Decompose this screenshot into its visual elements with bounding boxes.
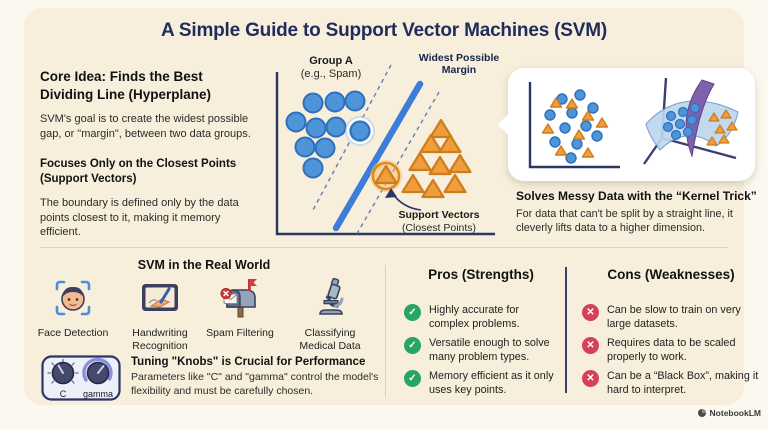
spam-filtering-icon	[220, 279, 257, 318]
margin-label-line2: Margin	[442, 64, 476, 76]
cons-item: ✕ Requires data to be scaled properly to…	[582, 336, 762, 364]
cons-heading: Cons (Weaknesses)	[607, 267, 735, 282]
real-world-item-medical: Classifying Medical Data	[286, 276, 374, 353]
watermark-label: NotebookLM	[709, 408, 761, 418]
cons-item: ✕ Can be a “Black Box”, making it hard t…	[582, 369, 762, 397]
support-vector-circle-highlight	[345, 116, 375, 146]
support-vectors-sublabel: (Closest Points)	[402, 222, 476, 234]
kernel-trick-callout	[497, 68, 755, 181]
pros-item: ✓ Versatile enough to solve many problem…	[404, 336, 562, 364]
handwriting-recognition-icon	[142, 284, 178, 311]
horizontal-divider	[40, 247, 728, 248]
support-vector-triangle-highlight	[370, 160, 402, 192]
knob-gamma-label: gamma	[83, 389, 113, 399]
kernel-3d-icon	[643, 77, 739, 165]
group-a-label: Group A	[309, 55, 353, 67]
core-idea-body: SVM's goal is to create the widest possi…	[40, 113, 251, 140]
support-vectors-heading: Focuses Only on the Closest Points (Supp…	[40, 158, 237, 186]
notebooklm-watermark: NotebookLM	[697, 408, 761, 418]
tuning-knobs-graphic: C gamma	[41, 355, 121, 406]
infographic-panel: A Simple Guide to Support Vector Machine…	[24, 8, 758, 406]
kernel-trick-body: For data that can't be split by a straig…	[516, 208, 733, 235]
pros-item: ✓ Highly accurate for complex problems.	[404, 303, 562, 331]
messy-data-2d-icon	[528, 82, 620, 169]
pros-item: ✓ Memory efficient as it only uses key p…	[404, 369, 562, 397]
svm-margin-diagram: Group A (e.g., Spam) Widest Possible Mar…	[271, 50, 505, 249]
real-world-item-handwriting: Handwriting Recognition	[116, 276, 204, 353]
check-icon: ✓	[404, 370, 421, 387]
group-b-points	[401, 118, 472, 199]
core-idea-heading: Core Idea: Finds the Best Dividing Line …	[40, 69, 212, 102]
group-a-points	[285, 90, 366, 179]
support-vector-arrow	[385, 188, 422, 211]
page-title: A Simple Guide to Support Vector Machine…	[161, 20, 607, 41]
hyperplane-line	[332, 80, 424, 232]
cross-icon: ✕	[582, 337, 599, 354]
knob-c-label: C	[60, 389, 67, 399]
real-world-item-spam: Spam Filtering	[196, 276, 284, 340]
real-world-label: Face Detection	[37, 327, 109, 339]
knob-tick-marks	[47, 358, 79, 384]
cons-section: Cons (Weaknesses) ✕ Can be slow to train…	[580, 267, 762, 396]
tuning-body: Parameters like "C" and "gamma" control …	[131, 371, 379, 397]
notebooklm-logo-icon	[697, 409, 706, 417]
group-a-sublabel: (e.g., Spam)	[301, 68, 362, 80]
kernel-trick-heading: Solves Messy Data with the “Kernel Trick…	[516, 189, 757, 203]
cross-icon: ✕	[582, 370, 599, 387]
support-vectors-body: The boundary is defined only by the data…	[40, 197, 239, 239]
tuning-heading: Tuning "Knobs" is Crucial for Performanc…	[131, 356, 366, 368]
real-world-heading: SVM in the Real World	[137, 258, 271, 272]
face-detection-icon	[55, 280, 91, 316]
svm-scatter-plot: Group A (e.g., Spam) Widest Possible Mar…	[275, 52, 500, 238]
kernel-trick-section: Solves Messy Data with the “Kernel Trick…	[516, 189, 762, 235]
check-icon: ✓	[404, 304, 421, 321]
real-world-label: Spam Filtering	[206, 327, 274, 339]
vertical-divider-left	[385, 265, 386, 397]
vertical-divider-right	[565, 267, 567, 393]
check-icon: ✓	[404, 337, 421, 354]
diagram-axes	[275, 72, 495, 236]
core-idea-section: Core Idea: Finds the Best Dividing Line …	[40, 68, 258, 240]
pros-heading: Pros (Strengths)	[428, 267, 534, 282]
support-vectors-label: Support Vectors	[398, 209, 479, 221]
classifying-medical-data-icon	[319, 277, 344, 315]
cross-icon: ✕	[582, 304, 599, 321]
tuning-section: Tuning "Knobs" is Crucial for Performanc…	[131, 356, 389, 398]
margin-label-line1: Widest Possible	[419, 52, 500, 64]
real-world-label: Classifying Medical Data	[299, 327, 361, 353]
real-world-item-face-detection: Face Detection	[29, 276, 117, 340]
real-world-label: Handwriting Recognition	[132, 327, 188, 353]
cons-item: ✕ Can be slow to train on very large dat…	[582, 303, 762, 331]
pros-section: Pros (Strengths) ✓ Highly accurate for c…	[400, 267, 562, 396]
